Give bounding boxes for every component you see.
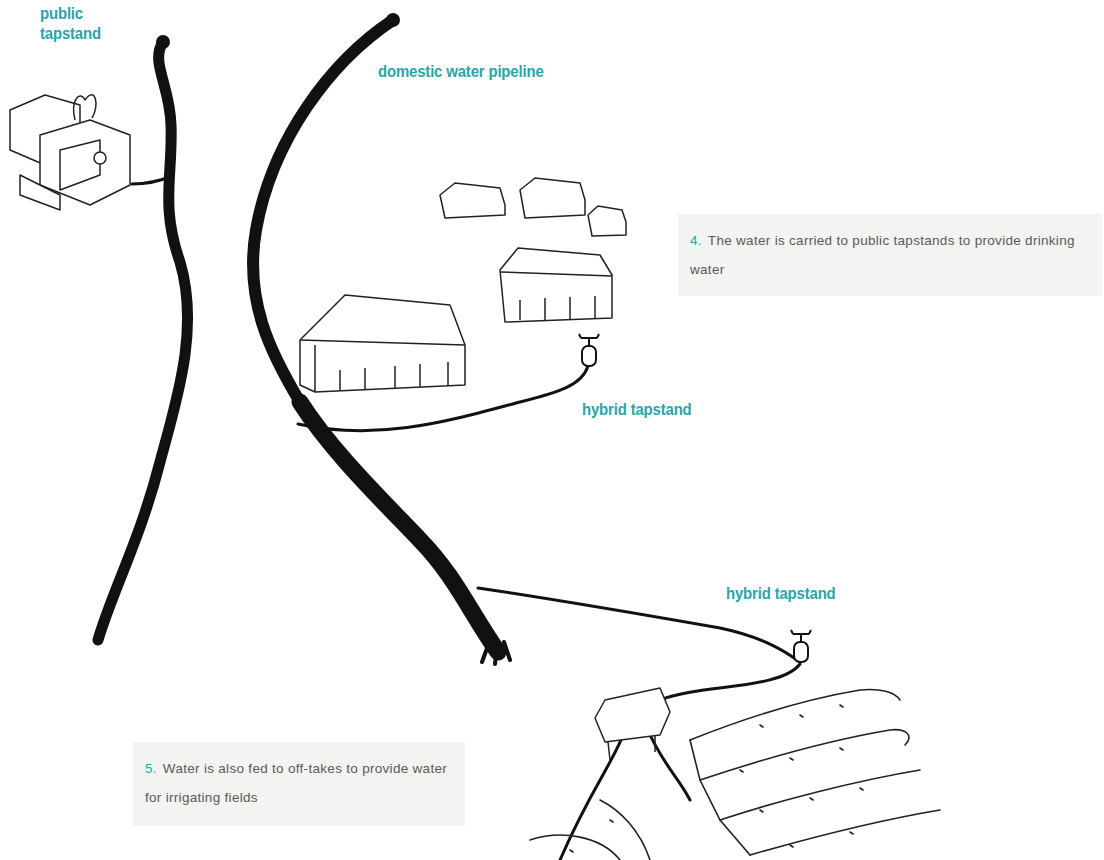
building-sketch — [608, 736, 655, 760]
note-text: The water is carried to public tapstands… — [690, 233, 1075, 277]
tapstand-symbol — [579, 334, 599, 346]
tapstand-symbol — [582, 346, 596, 366]
callout-number: 4. — [690, 233, 702, 248]
note-text: Water is also fed to off-takes to provid… — [145, 761, 447, 805]
building-sketch — [60, 140, 100, 190]
pipe — [482, 640, 510, 664]
field-sketch — [750, 810, 940, 855]
field-sketch — [530, 835, 620, 860]
tapstand-symbol — [794, 642, 808, 662]
pipe — [98, 13, 510, 664]
building-sketch — [500, 248, 612, 322]
field-sketch — [690, 740, 750, 855]
part-label: domestic water pipeline — [378, 62, 624, 82]
building-sketch — [595, 688, 670, 742]
tapstand-symbol — [791, 630, 811, 642]
pipe — [156, 35, 170, 49]
building-sketch — [10, 95, 670, 760]
part-label: public tapstand — [40, 4, 110, 44]
building-sketch — [300, 295, 465, 392]
pipe — [386, 13, 400, 27]
field-sketch — [600, 800, 650, 860]
branch-pipe — [660, 664, 800, 700]
building-sketch — [74, 95, 96, 120]
field-sketch — [720, 770, 920, 820]
building-sketch — [500, 272, 612, 320]
field-sketch — [690, 689, 900, 740]
callout-number: 5. — [145, 761, 157, 776]
tapstand-symbol — [579, 334, 811, 662]
pipe — [300, 402, 498, 652]
part-label: hybrid tapstand — [582, 400, 749, 420]
field-sketch — [700, 730, 909, 780]
building-sketch — [94, 152, 106, 164]
building-sketch — [588, 206, 626, 236]
field-sketch — [530, 689, 940, 860]
building-sketch — [20, 175, 60, 210]
field-sketch — [570, 705, 863, 852]
building-sketch — [440, 183, 505, 218]
part-label: hybrid tapstand — [726, 584, 893, 604]
note-box: 4.The water is carried to public tapstan… — [678, 214, 1102, 296]
building-sketch — [300, 340, 465, 392]
building-sketch — [520, 178, 585, 218]
branch-pipe — [132, 176, 172, 184]
note-box: 5.Water is also fed to off-takes to prov… — [133, 742, 465, 826]
